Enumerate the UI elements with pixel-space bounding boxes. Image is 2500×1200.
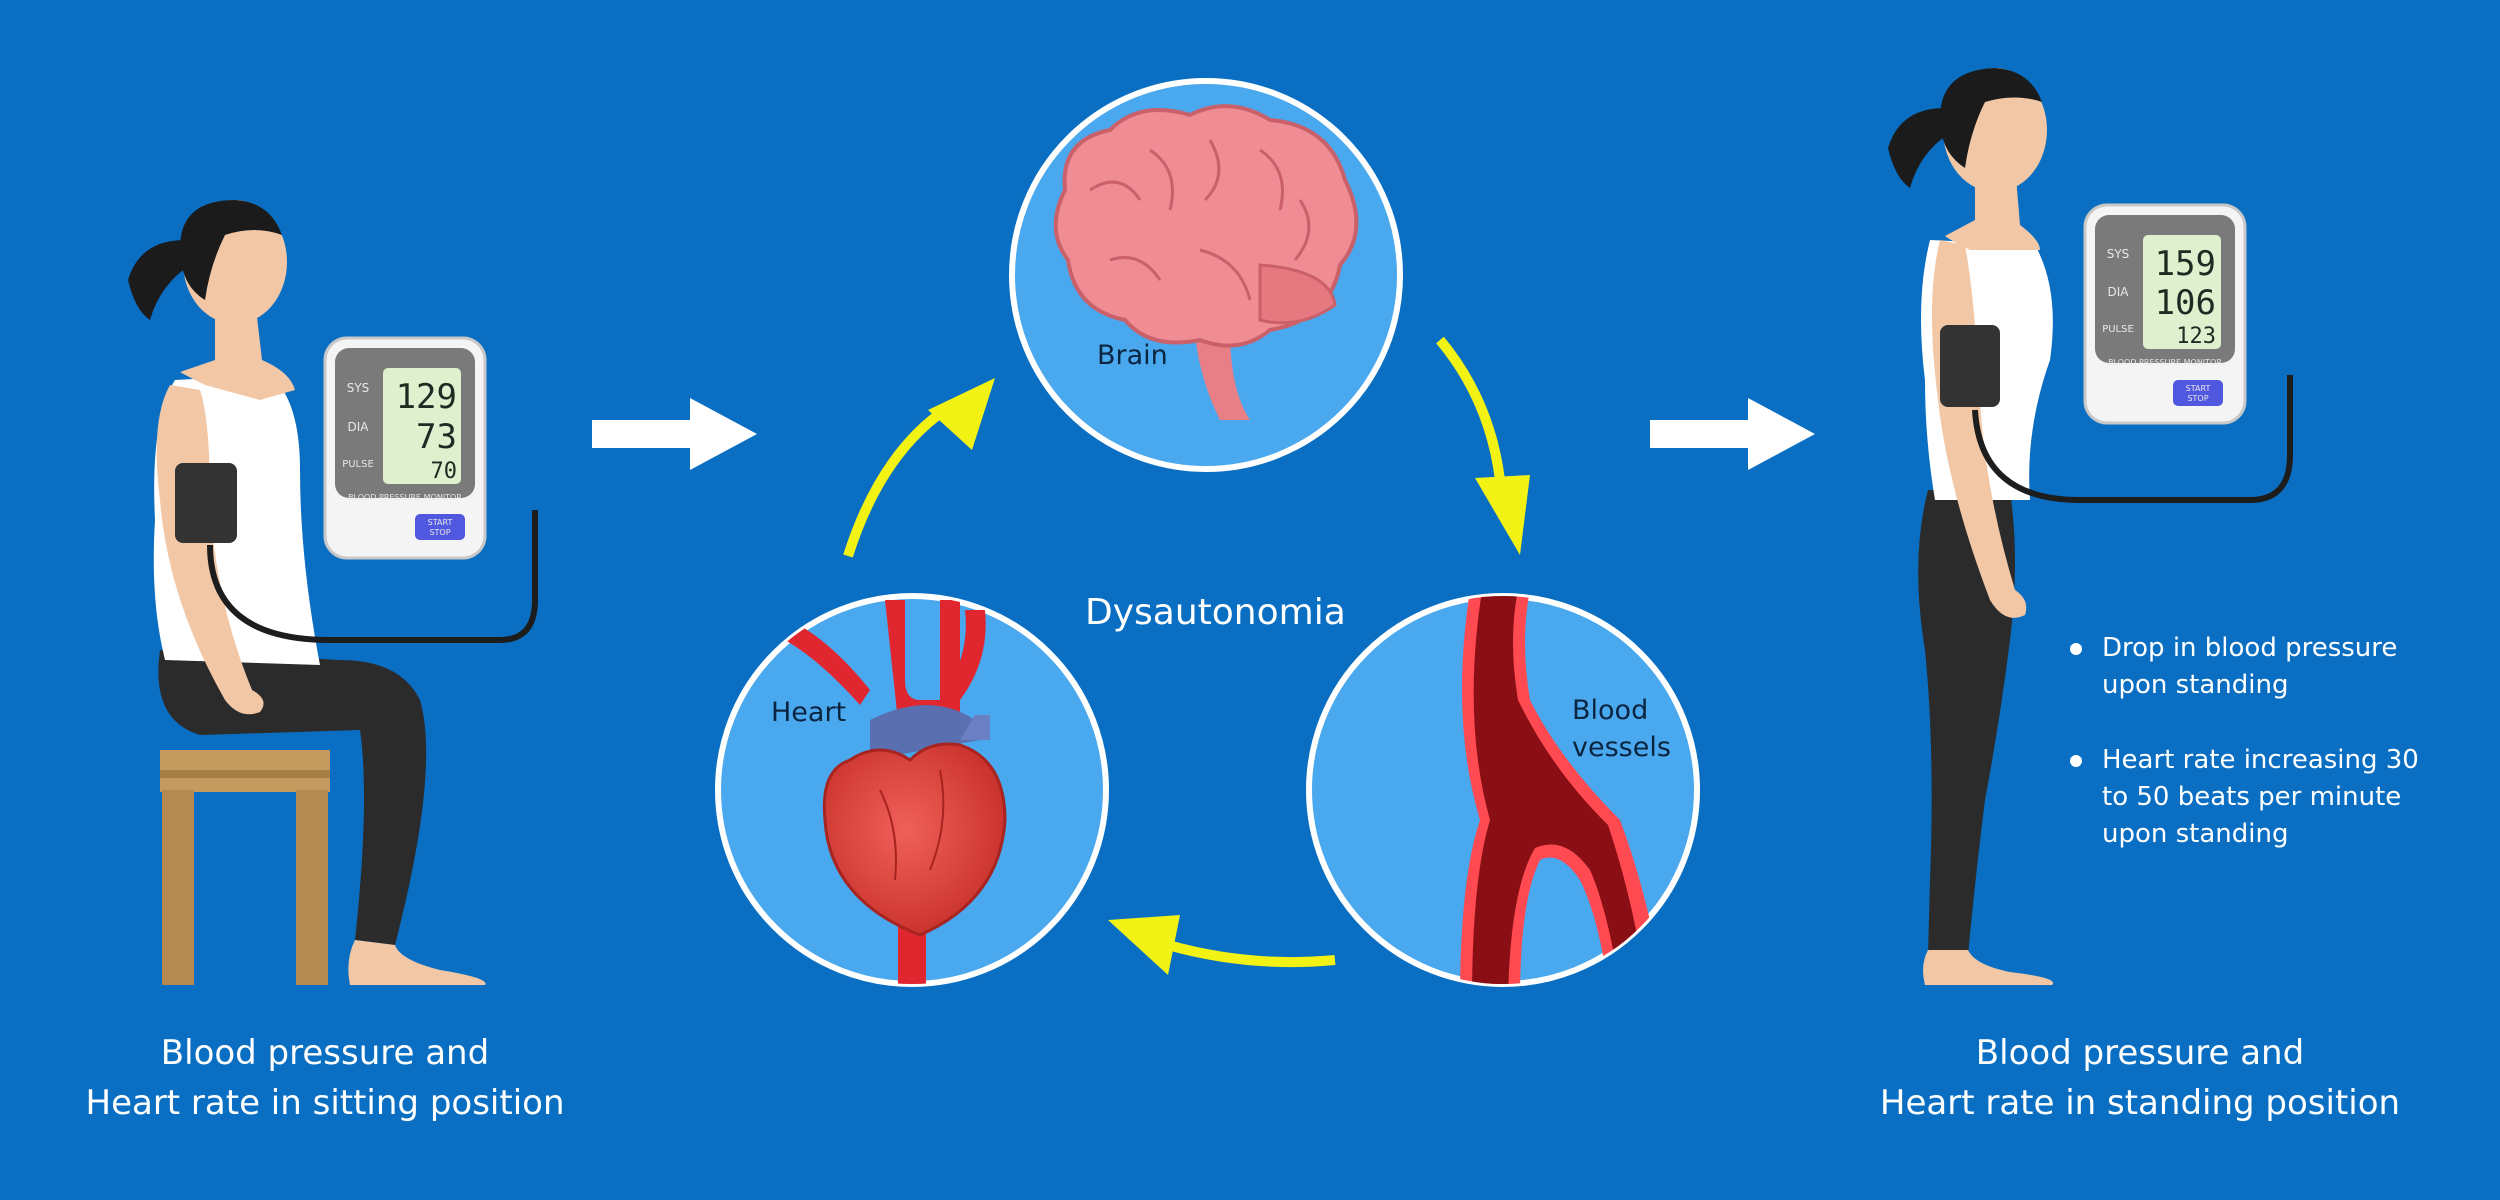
- yellow-arrow-brain-to-vessels: [1436, 336, 1530, 555]
- dysautonomia-title: Dysautonomia: [1085, 592, 1346, 633]
- stop-label-standing: STOP: [2187, 394, 2208, 403]
- monitor-brand-label-standing: BLOOD PRESSURE MONITOR: [2108, 358, 2222, 367]
- yellow-arrow-vessels-to-heart: [1108, 915, 1336, 975]
- monitor-brand-label: BLOOD PRESSURE MONITOR: [348, 493, 462, 502]
- effect-text: Drop in blood pressure upon standing: [2102, 633, 2398, 700]
- standing-effects-list: Drop in blood pressure upon standing Hea…: [2070, 630, 2430, 891]
- monitor-pulse-label: PULSE: [342, 459, 374, 470]
- stop-label: STOP: [429, 528, 450, 537]
- yellow-arrow-heart-to-brain: [843, 378, 995, 558]
- sitting-caption-line1: Blood pressure and: [160, 1033, 490, 1073]
- sitting-caption-line2: Heart rate in sitting position: [85, 1083, 565, 1123]
- heart-label: Heart: [771, 697, 847, 728]
- monitor-pulse-value-standing: 123: [2176, 324, 2216, 349]
- cuff-hose-standing: [1972, 375, 2293, 503]
- monitor-dia-value-standing: 106: [2155, 283, 2216, 323]
- cuff-standing: [1940, 325, 2000, 407]
- start-label-standing: START: [2186, 384, 2211, 393]
- seated-woman-illustration: [128, 200, 538, 985]
- standing-caption: Blood pressure and Heart rate in standin…: [1840, 1028, 2440, 1128]
- effect-text: Heart rate increasing 30 to 50 beats per…: [2102, 745, 2419, 849]
- cuff: [175, 463, 237, 543]
- blood-vessels-label-line1: Blood: [1572, 695, 1649, 726]
- blood-vessels-label: Blood vessels: [1572, 692, 1671, 766]
- monitor-dia-value: 73: [416, 417, 457, 457]
- monitor-dia-label: DIA: [348, 420, 370, 434]
- standing-caption-line1: Blood pressure and: [1975, 1033, 2305, 1073]
- effect-bullet: Drop in blood pressure upon standing: [2070, 630, 2430, 704]
- right-arrow-right: [1650, 398, 1815, 470]
- effect-bullet: Heart rate increasing 30 to 50 beats per…: [2070, 742, 2430, 853]
- blood-vessels-circle: [1306, 593, 1700, 987]
- bullet-dot-icon: [2070, 755, 2082, 767]
- monitor-pulse-value: 70: [431, 459, 458, 484]
- monitor-pulse-label-standing: PULSE: [2102, 324, 2134, 335]
- sitting-caption: Blood pressure and Heart rate in sitting…: [40, 1028, 610, 1128]
- start-label: START: [428, 518, 453, 527]
- standing-caption-line2: Heart rate in standing position: [1879, 1083, 2401, 1123]
- blood-pressure-monitor-standing: SYS DIA PULSE 159 106 123 BLOOD PRESSURE…: [2083, 203, 2247, 425]
- monitor-sys-value-standing: 159: [2155, 244, 2216, 284]
- monitor-dia-label-standing: DIA: [2108, 285, 2130, 299]
- start-stop-button-standing: [2173, 380, 2223, 406]
- brain-circle: [1009, 78, 1403, 472]
- monitor-sys-value: 129: [396, 377, 457, 417]
- blood-vessels-label-line2: vessels: [1572, 732, 1671, 763]
- monitor-sys-label: SYS: [347, 381, 370, 395]
- blood-pressure-monitor-sitting: SYS DIA PULSE 129 73 70 BLOOD PRESSURE M…: [323, 336, 487, 560]
- standing-woman-illustration: [1888, 68, 2293, 985]
- brain-label: Brain: [1097, 340, 1168, 371]
- stool: [160, 750, 330, 985]
- right-arrow-left: [592, 398, 757, 470]
- start-stop-button: [415, 514, 465, 540]
- monitor-sys-label-standing: SYS: [2107, 247, 2130, 261]
- heart-circle: [715, 593, 1109, 987]
- cuff-hose: [207, 510, 538, 643]
- bullet-dot-icon: [2070, 643, 2082, 655]
